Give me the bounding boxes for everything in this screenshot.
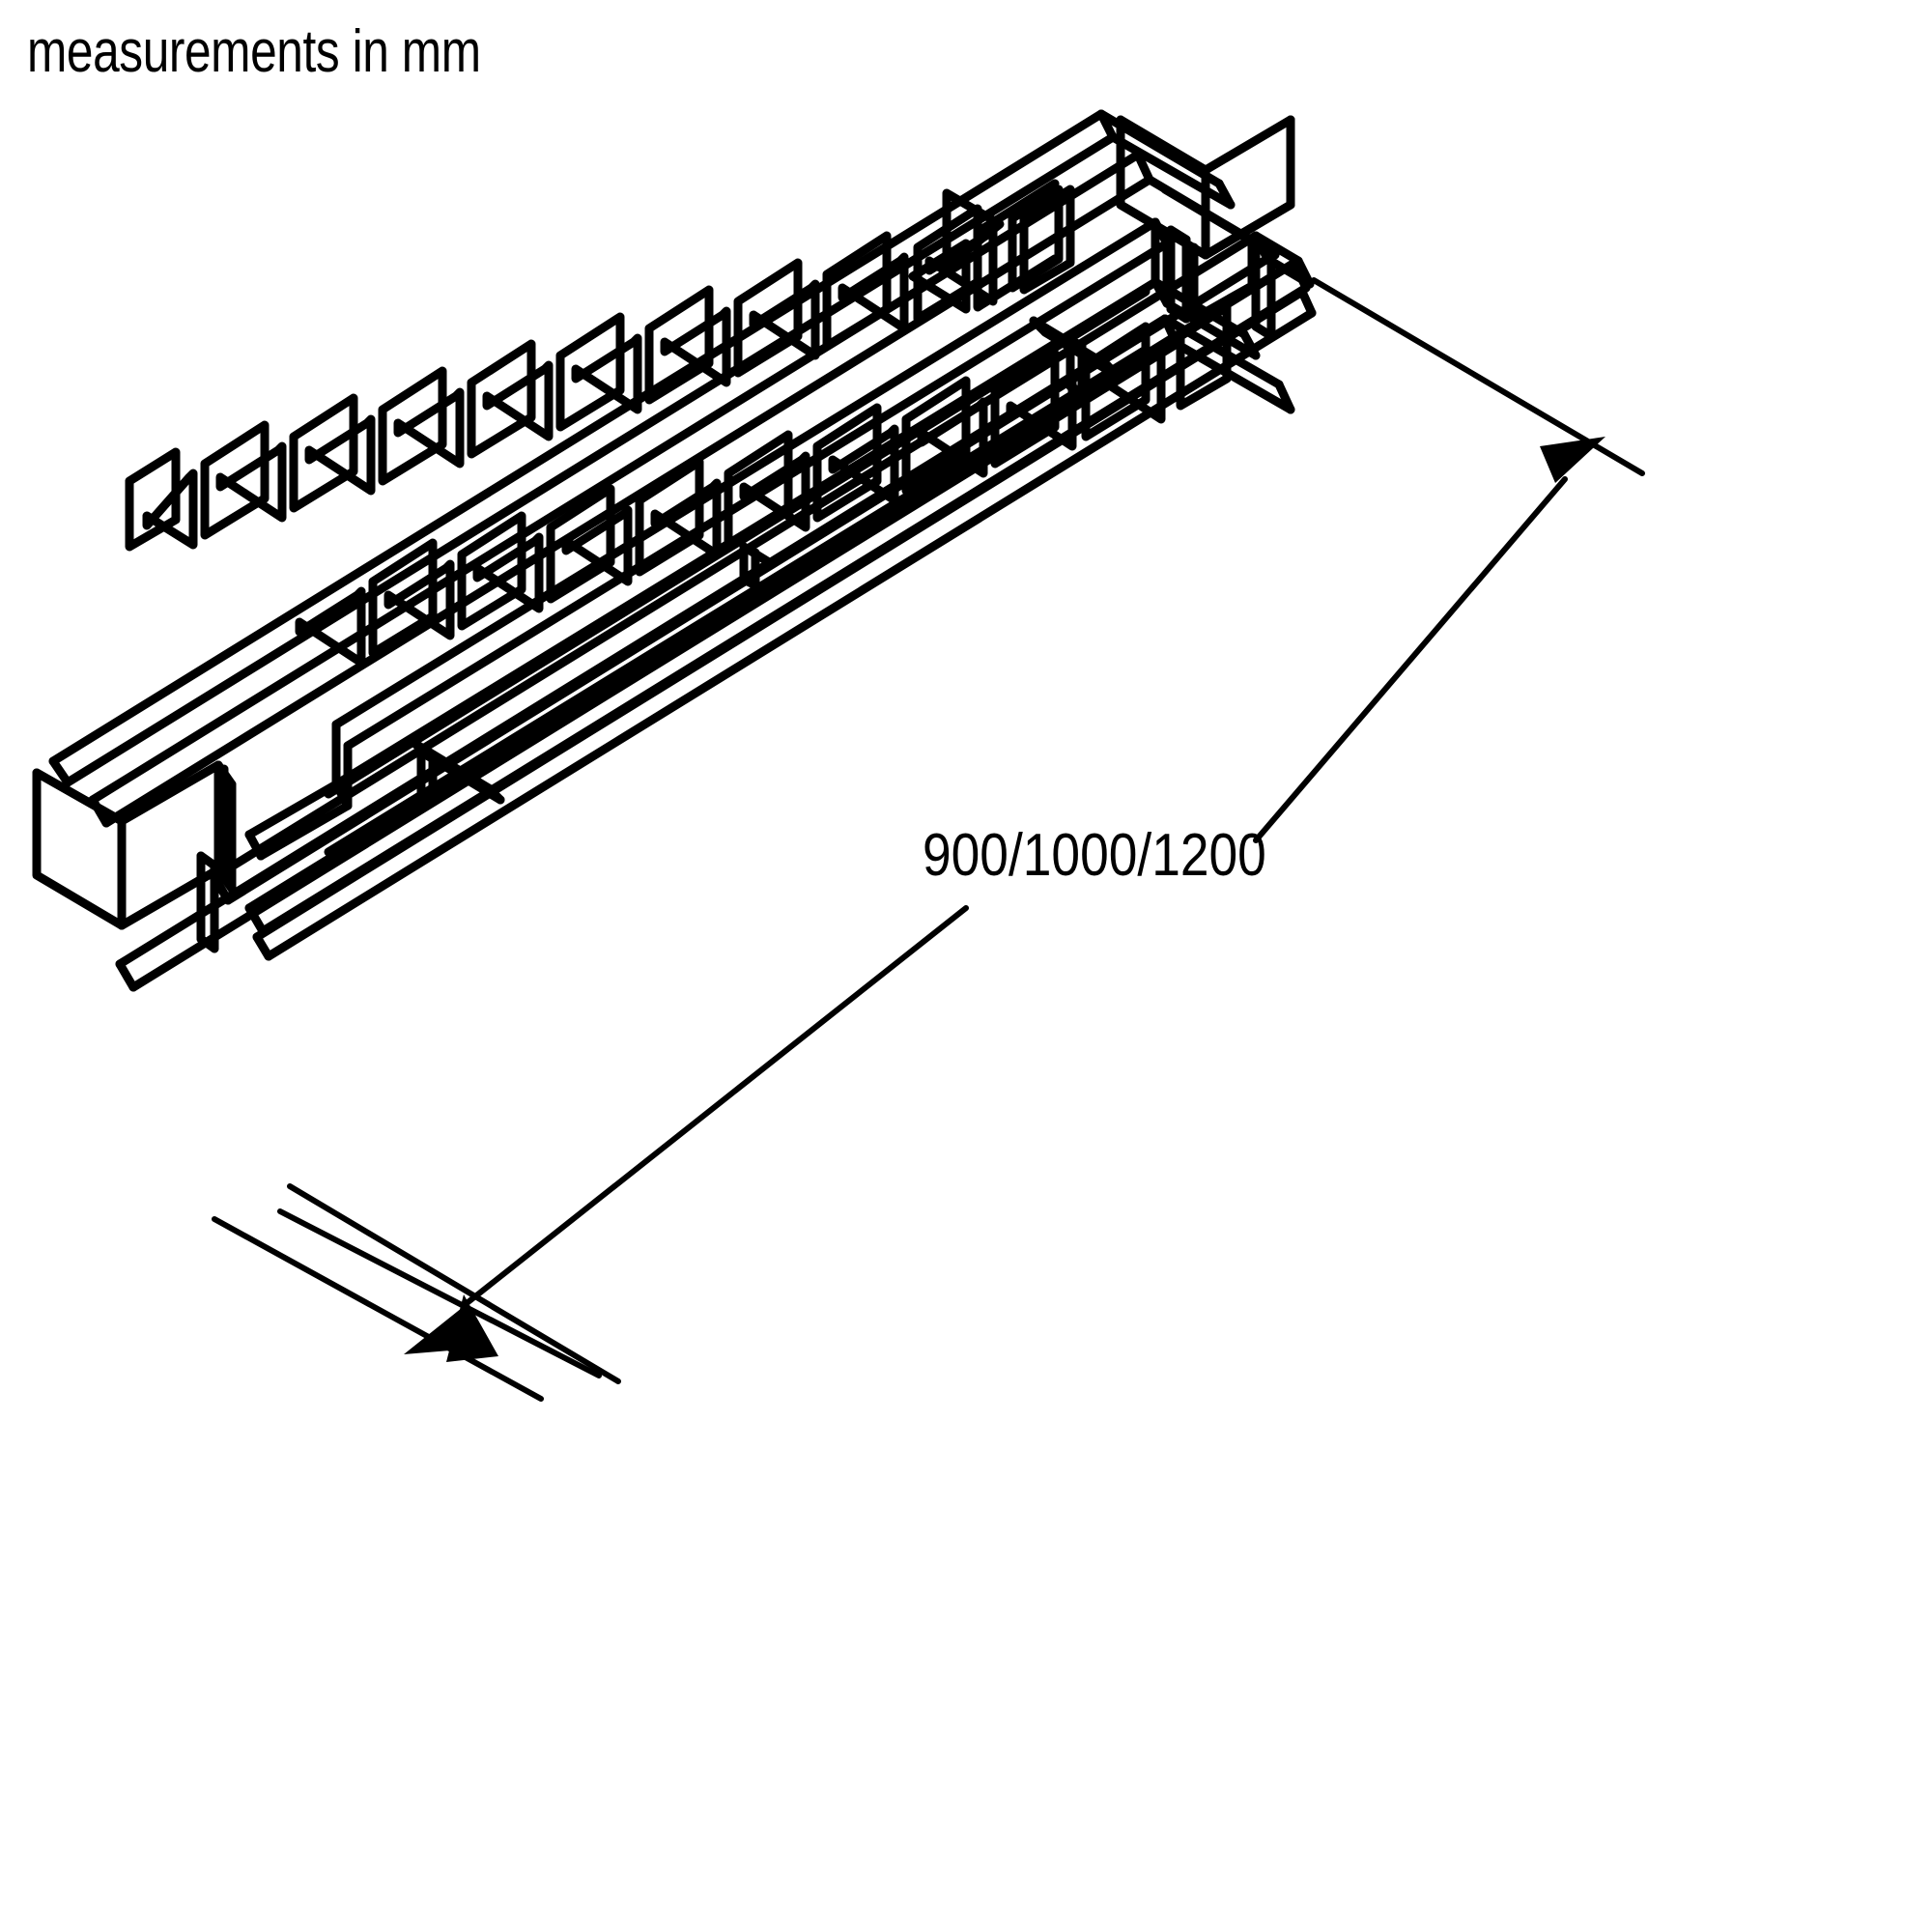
dimension-depth [212, 1208, 602, 1402]
extension-line-depth-front [277, 1208, 602, 1378]
dimension-length [287, 277, 1645, 1384]
left-end-cap [32, 760, 237, 930]
arrow-icon-depth [446, 1294, 498, 1362]
dimension-line-length-lower [463, 905, 969, 1307]
dimension-line-depth [212, 1216, 544, 1402]
inner-floor-edges [324, 287, 1151, 857]
base-rails [196, 277, 1261, 953]
arrow-icon-length-upper [1540, 437, 1605, 483]
shelf-assembly [32, 109, 1317, 992]
dimension-label-length: 900/1000/1200 [923, 822, 1266, 889]
dimension-line-length-upper [1253, 476, 1568, 843]
units-note: measurements in mm [27, 18, 481, 85]
extension-line-length-left [287, 1183, 621, 1384]
back-wall-lattice [125, 185, 1064, 552]
